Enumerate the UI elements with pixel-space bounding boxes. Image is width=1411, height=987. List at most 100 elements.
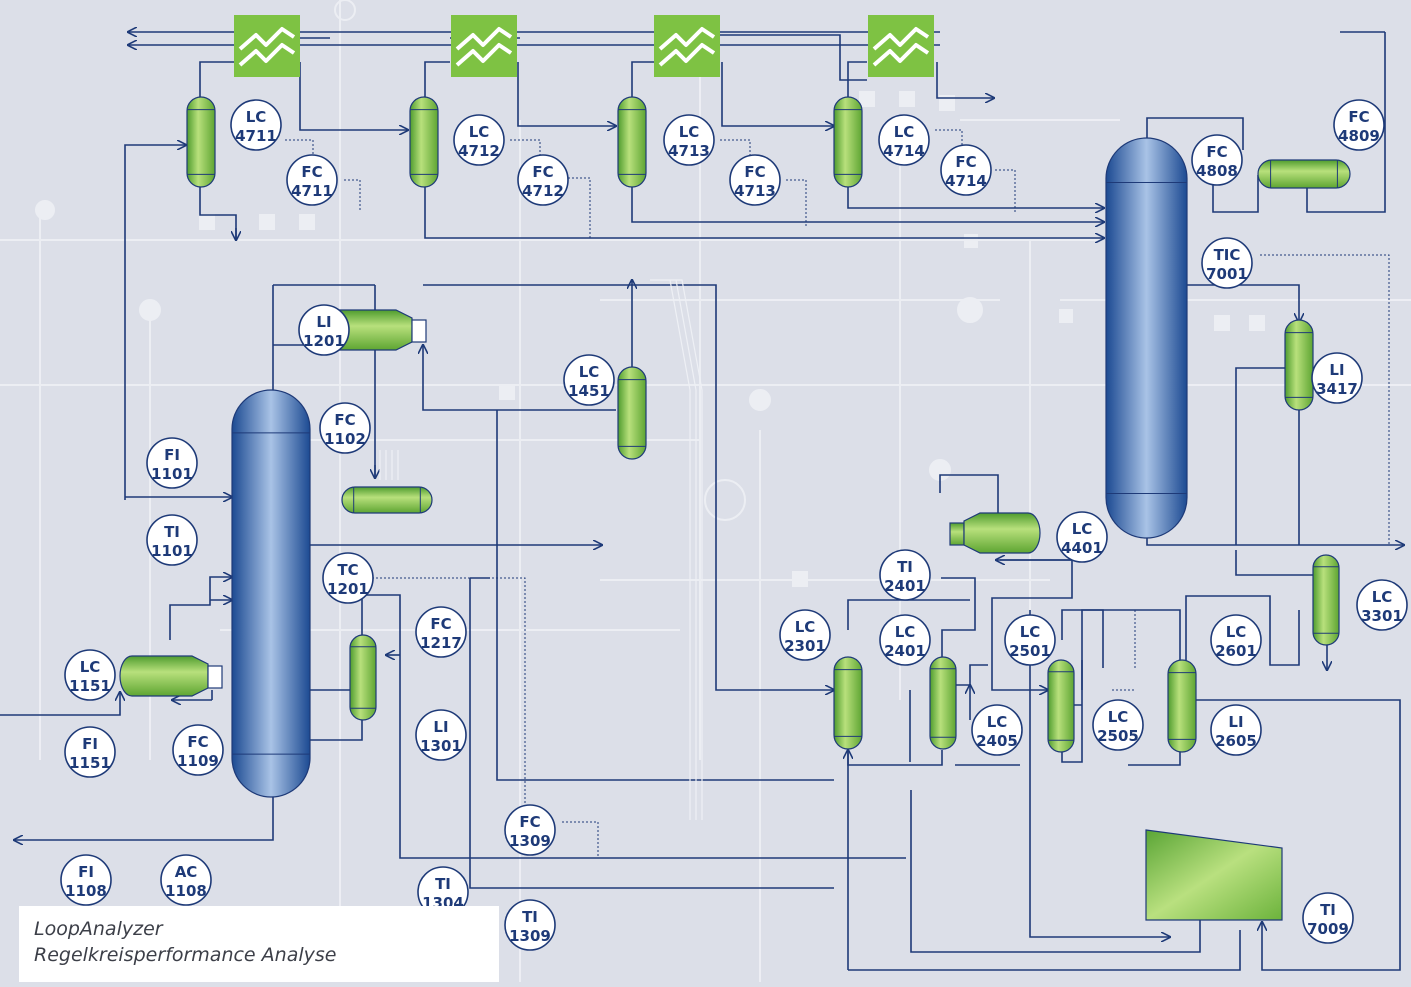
signal-lines — [285, 129, 1390, 858]
tag-number: 4714 — [883, 142, 925, 160]
tag-type: TI — [522, 908, 538, 926]
heat-exchanger-icon — [868, 15, 934, 77]
tag-number: 4712 — [522, 182, 564, 200]
caption-subtitle: Regelkreisperformance Analyse — [34, 944, 337, 966]
tag-number: 2605 — [1215, 732, 1257, 750]
tag-type: FC — [1348, 108, 1369, 126]
tag-number: 1201 — [303, 332, 345, 350]
tag-number: 1309 — [509, 832, 551, 850]
tag-type: TI — [164, 523, 180, 541]
tag-type: FC — [334, 411, 355, 429]
drum-vessel — [349, 634, 377, 721]
tag-number: 7001 — [1206, 265, 1248, 283]
tag-type: FC — [430, 615, 451, 633]
tag-type: LC — [1020, 623, 1041, 641]
tag-type: FC — [744, 163, 765, 181]
drum-vessel — [617, 96, 647, 188]
tag-type: FI — [82, 735, 98, 753]
drum-vessel — [1312, 554, 1340, 646]
tag-type: LI — [433, 718, 448, 736]
tag-type: TI — [435, 875, 451, 893]
drum-vessel — [1167, 659, 1197, 753]
tag-type: LC — [679, 123, 700, 141]
tag-number: 4714 — [945, 172, 987, 190]
tag-number: 2401 — [884, 577, 926, 595]
turbine — [1145, 829, 1283, 921]
drum-vessel — [1284, 319, 1314, 411]
tag-number: 1108 — [65, 882, 107, 900]
drum-vessel — [617, 366, 647, 460]
caption-box: LoopAnalyzer Regelkreisperformance Analy… — [19, 906, 499, 982]
tag-type: FC — [301, 163, 322, 181]
separator-drum — [119, 655, 223, 697]
tag-number: 1108 — [165, 882, 207, 900]
tag-number: 1217 — [420, 634, 462, 652]
tag-type: FC — [187, 733, 208, 751]
tag-number: 1151 — [69, 677, 111, 695]
tag-number: 4401 — [1061, 539, 1103, 557]
tag-type: LC — [246, 108, 267, 126]
tag-number: 1102 — [324, 430, 366, 448]
tag-type: TC — [337, 561, 358, 579]
tag-number: 1451 — [568, 382, 610, 400]
separator-drum — [949, 512, 1041, 554]
tag-type: LC — [80, 658, 101, 676]
pipe-bundle — [379, 279, 703, 820]
drum-vessel — [833, 96, 863, 188]
tag-number: 2505 — [1097, 727, 1139, 745]
tag-number: 4808 — [1196, 162, 1238, 180]
tag-type: LI — [316, 313, 331, 331]
tag-number: 1301 — [420, 737, 462, 755]
tag-type: TI — [897, 558, 913, 576]
tag-type: FC — [955, 153, 976, 171]
tag-type: LC — [987, 713, 1008, 731]
tag-type: LC — [1108, 708, 1129, 726]
tag-number: 2501 — [1009, 642, 1051, 660]
tag-type: LC — [1226, 623, 1247, 641]
tag-number: 1101 — [151, 465, 193, 483]
reflux-drum — [1257, 159, 1351, 189]
tag-number: 4713 — [668, 142, 710, 160]
tag-number: 1201 — [327, 580, 369, 598]
tag-type: AC — [175, 863, 198, 881]
